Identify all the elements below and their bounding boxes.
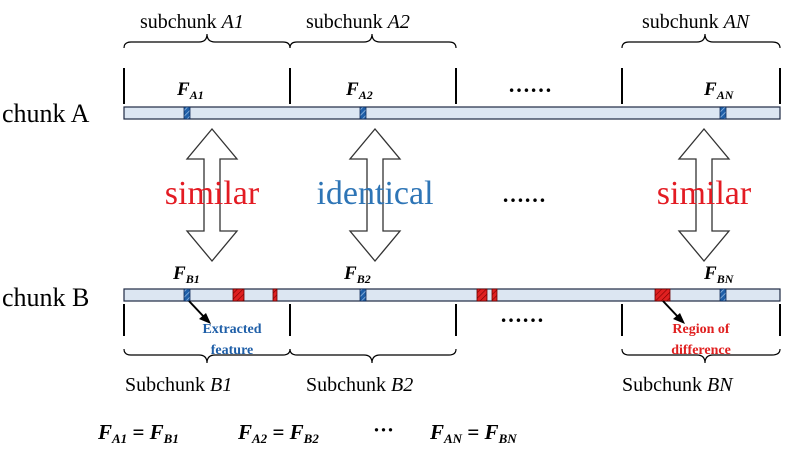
feature-label-b2: FB2	[343, 263, 371, 286]
difference-label-line1: Region of	[672, 322, 730, 337]
brace-an	[621, 33, 781, 49]
double-arrow-3	[677, 127, 731, 263]
feature-marker-b1	[183, 288, 191, 302]
extracted-feature-arrowhead	[199, 313, 211, 324]
relation-label-3: similar	[657, 175, 752, 212]
feature-marker-a2	[359, 106, 367, 120]
double-arrow-1	[185, 127, 239, 263]
feature-marker-b2	[359, 288, 367, 302]
difference-region-5	[654, 288, 671, 302]
equations: FA1 = FB1 FA2 = FB2 ··· FAN = FBN	[97, 418, 517, 446]
equation-2: FA2 = FB2	[237, 420, 319, 446]
subchunk-an-label: subchunk AN	[642, 11, 751, 33]
difference-arrow	[662, 300, 680, 319]
chunk-a-bar	[123, 106, 781, 120]
relation-label-2: identical	[316, 175, 433, 212]
double-arrow-2	[348, 127, 402, 263]
difference-region-4	[491, 288, 498, 302]
subchunk-b1-label: Subchunk B1	[125, 374, 232, 396]
difference-region-1	[232, 288, 245, 302]
subchunk-a2-label: subchunk A2	[306, 11, 410, 33]
extracted-feature-label-line2: feature	[211, 343, 254, 358]
feature-label-a1: FA1	[176, 79, 204, 102]
extracted-feature-arrow	[188, 300, 206, 319]
difference-arrowhead	[673, 313, 685, 324]
brace-bn	[621, 348, 781, 364]
difference-label-line2: difference	[671, 343, 731, 358]
difference-region-3	[476, 288, 488, 302]
subchunk-b2-label: Subchunk B2	[306, 374, 413, 396]
chunk-b-group: FB1 FB2 FBN chunk B …… Extracted feature…	[2, 263, 781, 396]
relations-ellipsis: ……	[502, 182, 546, 207]
feature-marker-an	[719, 106, 727, 120]
chunk-a-group: subchunk A1 subchunk A2 subchunk AN FA1 …	[2, 11, 781, 128]
feature-label-an: FAN	[703, 79, 735, 102]
relation-arrows	[185, 127, 731, 263]
feature-marker-a1	[183, 106, 191, 120]
feature-marker-bn	[719, 288, 727, 302]
extracted-feature-label-line1: Extracted	[202, 322, 261, 337]
subchunk-bn-label: Subchunk BN	[622, 374, 734, 396]
brace-b1	[123, 348, 291, 364]
chunk-a-ellipsis: ……	[508, 72, 552, 97]
feature-label-bn: FBN	[703, 263, 735, 286]
difference-region-2	[272, 288, 278, 302]
chunk-b-bar	[123, 288, 781, 302]
brace-a1	[123, 33, 291, 49]
relation-label-1: similar	[165, 175, 260, 212]
equations-ellipsis: ···	[373, 418, 394, 442]
chunk-a-label: chunk A	[2, 99, 90, 128]
brace-b2	[289, 348, 457, 364]
chunk-b-ellipsis: ……	[500, 302, 544, 327]
equation-1: FA1 = FB1	[97, 420, 179, 446]
brace-a2	[289, 33, 457, 49]
feature-label-b1: FB1	[172, 263, 200, 286]
equation-3: FAN = FBN	[429, 420, 517, 446]
feature-label-a2: FA2	[345, 79, 373, 102]
subchunk-a1-label: subchunk A1	[140, 11, 244, 33]
chunk-b-label: chunk B	[2, 283, 89, 312]
